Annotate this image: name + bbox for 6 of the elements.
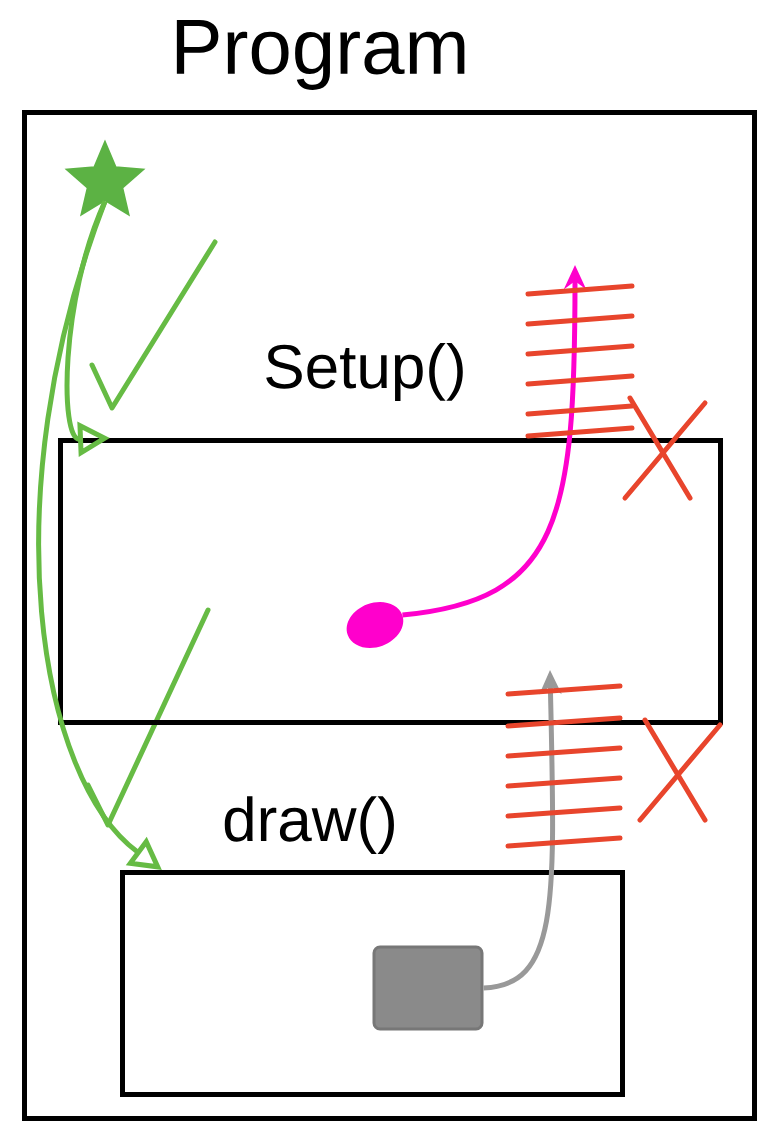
scribbled-square: [372, 945, 484, 1031]
node-label: Setup(): [266, 343, 463, 401]
node-label: Program: [176, 20, 465, 90]
node-label: draw(): [224, 796, 394, 854]
draw-box: draw(): [120, 796, 625, 1097]
setup-box: Setup(): [58, 343, 723, 725]
